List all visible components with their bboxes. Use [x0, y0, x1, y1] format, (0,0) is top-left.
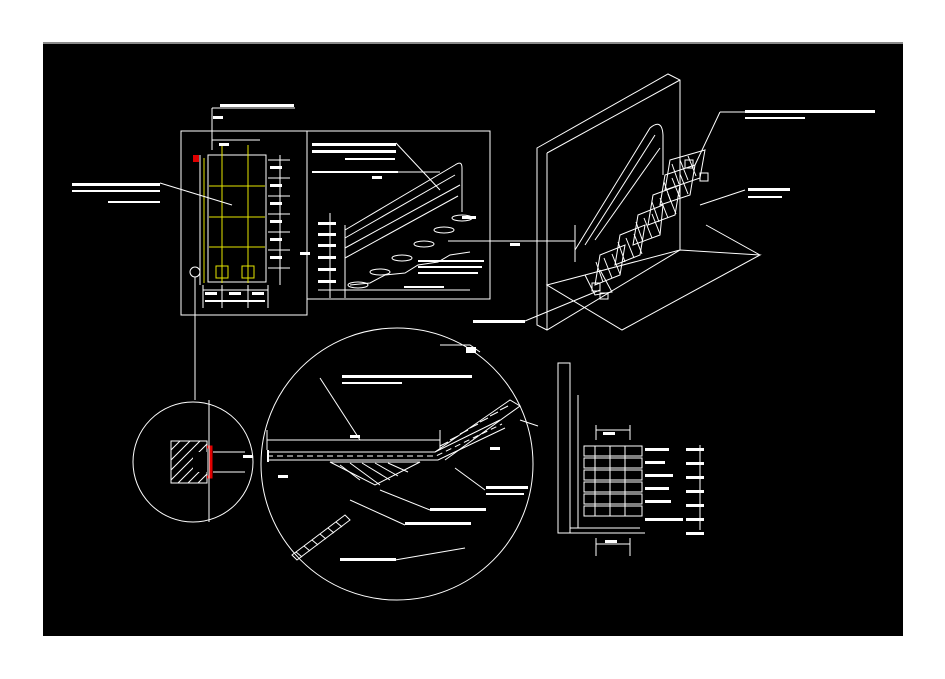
- railing-frame: [306, 130, 491, 300]
- plan-view: [72, 104, 308, 400]
- 3d-stair-treads: [584, 149, 709, 300]
- detail-circle-small: [132, 400, 254, 523]
- viewport-top-border: [43, 42, 903, 45]
- section-wall: [557, 362, 571, 534]
- plan-top-dims: [211, 104, 295, 150]
- isometric-railing-view: [300, 130, 491, 300]
- detail-callout-marker: [189, 266, 201, 278]
- plan-stair-outline: [207, 154, 267, 283]
- section-steps: [583, 445, 643, 517]
- section-view: [557, 362, 704, 556]
- plan-dimension-ticks: [268, 155, 290, 285]
- isometric-3d-stair-view: [448, 73, 875, 331]
- railing-left-dims: [300, 213, 470, 298]
- plan-bottom-dims: [202, 285, 269, 308]
- red-marker: [193, 155, 199, 162]
- plan-label-1: [72, 183, 160, 186]
- railing-steps: [347, 214, 473, 289]
- cad-drawing-canvas[interactable]: [43, 44, 903, 636]
- detail-circle-large: [260, 327, 539, 601]
